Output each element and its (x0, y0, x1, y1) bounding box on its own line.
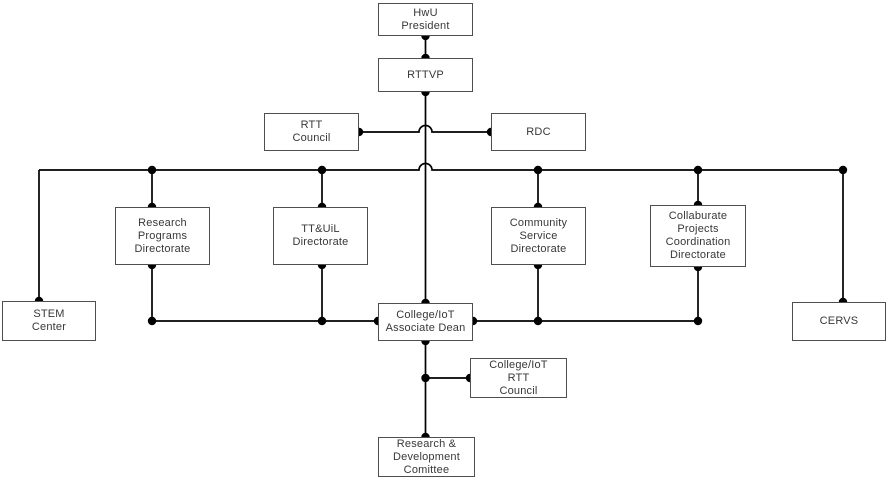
node-community-service-directorate: Community Service Directorate (491, 207, 586, 265)
node-rttvp: RTTVP (378, 58, 473, 92)
junction-dot (693, 165, 703, 175)
node-research-development-comittee: Research & Development Comittee (378, 437, 475, 477)
node-ttuil-directorate: TT&UiL Directorate (273, 207, 368, 265)
junction-dot (147, 316, 157, 326)
node-college-iot-rtt-council: College/IoT RTT Council (470, 358, 567, 398)
junction-dot (533, 316, 543, 326)
junction-dot (317, 316, 327, 326)
node-college-iot-associate-dean: College/IoT Associate Dean (378, 303, 473, 341)
edge-rttcouncil-rdc (359, 124, 491, 133)
node-stem-center: STEM Center (2, 301, 96, 341)
junction-dot (147, 165, 157, 175)
node-collaburate-projects-coordination-directorate: Collaburate Projects Coordination Direct… (650, 205, 746, 267)
node-hwu-president: HwU President (378, 3, 473, 36)
junction-dot (533, 165, 543, 175)
node-research-programs-directorate: Research Programs Directorate (115, 207, 210, 265)
junction-dot (317, 165, 327, 175)
node-rtt-council: RTT Council (264, 113, 359, 151)
junction-dot (421, 373, 430, 383)
node-rdc: RDC (491, 113, 586, 151)
node-cervs: CERVS (792, 302, 886, 341)
edge-main-bus (39, 162, 843, 171)
junction-dot (838, 165, 848, 175)
junction-dot (693, 316, 703, 326)
